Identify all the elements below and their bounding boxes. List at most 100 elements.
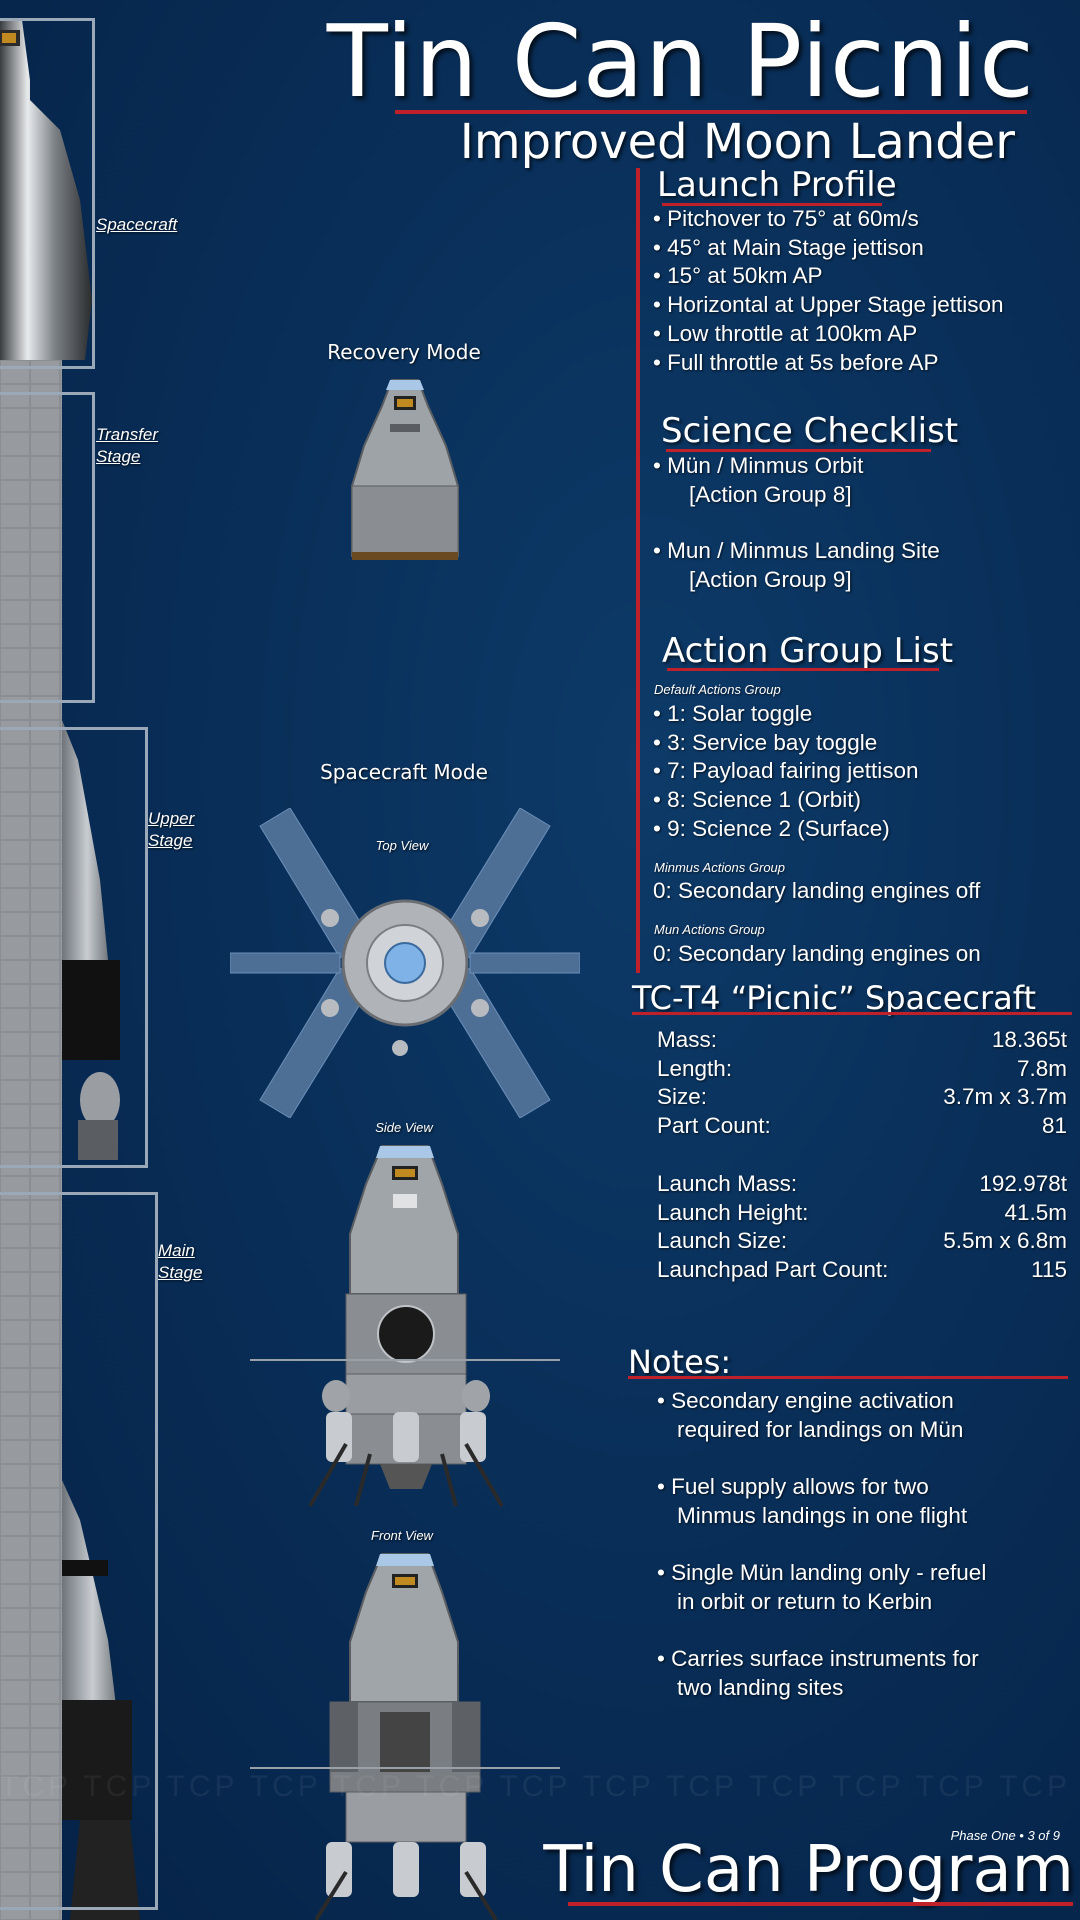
list-item: • 1: Solar toggle xyxy=(653,701,813,726)
science-checklist-heading: Science Checklist xyxy=(661,411,959,451)
note-item: • Fuel supply allows for two Minmus land… xyxy=(657,1472,986,1530)
stage-label-upper: Upper Stage xyxy=(148,808,194,852)
spec-row-length: Length:7.8m xyxy=(657,1055,1067,1084)
note-line: • Carries surface instruments for xyxy=(657,1646,979,1671)
spec-label: Size: xyxy=(657,1084,708,1110)
notes-heading: Notes: xyxy=(628,1343,732,1381)
main-stage-bracket xyxy=(0,1192,158,1910)
list-item: • Mün / Minmus Orbit xyxy=(653,453,864,478)
spec-value: 192.978t xyxy=(979,1171,1067,1196)
list-item: • Full throttle at 5s before AP xyxy=(653,349,939,375)
notes-list: • Secondary engine activation required f… xyxy=(657,1386,986,1730)
spec-value: 115 xyxy=(1031,1257,1067,1283)
list-item-continuation: [Action Group 8] xyxy=(689,481,852,507)
minmus-actions-list: 0: Secondary landing engines off xyxy=(653,877,980,906)
list-item: 0: Secondary landing engines on xyxy=(653,941,981,966)
spec-row-launch-mass: Launch Mass: 192.978t xyxy=(657,1170,1067,1199)
stage-label-transfer-line2: Stage xyxy=(96,447,141,466)
stage-label-upper-line1: Upper xyxy=(148,809,195,828)
list-item-continuation: [Action Group 9] xyxy=(689,567,852,593)
default-actions-label: Default Actions Group xyxy=(654,682,781,697)
rocket-stack-illustration xyxy=(0,20,140,1920)
footer-underline xyxy=(568,1902,1073,1906)
spec-value: 3.7m x 3.7m xyxy=(943,1084,1067,1110)
note-line-continuation: Minmus landings in one flight xyxy=(677,1503,968,1528)
side-view-illustration xyxy=(250,1145,560,1508)
spec-row-part-count: Part Count: 81 xyxy=(657,1112,1067,1141)
action-group-heading: Action Group List xyxy=(662,631,954,671)
launch-profile-heading: Launch Profile xyxy=(657,165,897,205)
top-view-illustration xyxy=(230,808,580,1118)
spec-row-mass: Mass: 18.365t xyxy=(657,1026,1067,1055)
spec-value: 81 xyxy=(1041,1113,1067,1139)
tcp-watermark: TCP TCP TCP TCP TCP TCP TCP TCP TCP TCP … xyxy=(0,1770,1080,1803)
note-line: • Secondary engine activation xyxy=(657,1388,954,1413)
list-item: • 45° at Main Stage jettison xyxy=(653,234,924,260)
spec-label: Launch Size: xyxy=(657,1228,788,1254)
science-checklist-underline xyxy=(666,449,931,452)
spec-label: Launch Mass: xyxy=(657,1171,798,1196)
mun-actions-label: Mun Actions Group xyxy=(654,922,765,937)
phase-label: Phase One • 3 of 9 xyxy=(950,1828,1060,1843)
spacecraft-specs: Mass: 18.365t Length:7.8m Size: 3.7m x 3.7… xyxy=(657,1026,1067,1141)
page-title: Tin Can Picnic xyxy=(326,3,1035,120)
action-group-underline xyxy=(667,668,939,671)
stage-label-upper-line2: Stage xyxy=(148,831,193,850)
list-item: • 8: Science 1 (Orbit) xyxy=(653,787,861,813)
spec-label: Launch Height: xyxy=(657,1199,809,1225)
list-item: • 15° at 50km AP xyxy=(653,263,823,289)
recovery-mode-title: Recovery Mode xyxy=(327,340,481,364)
page-subtitle: Improved Moon Lander xyxy=(459,114,1015,170)
transfer-stage-bracket xyxy=(0,392,95,703)
list-item: • 7: Payload fairing jettison xyxy=(653,758,919,784)
spec-value: 41.5m xyxy=(1004,1199,1067,1225)
spec-label: Mass: xyxy=(657,1027,718,1052)
spec-row-size: Size: 3.7m x 3.7m xyxy=(657,1083,1067,1112)
note-line: • Fuel supply allows for two xyxy=(657,1474,929,1499)
spec-value: 18.365t xyxy=(991,1027,1067,1052)
note-item: • Single Mün landing only - refuel in or… xyxy=(657,1558,986,1616)
recovery-capsule-illustration xyxy=(351,379,459,560)
front-view-title: Front View xyxy=(371,1528,433,1543)
stage-label-main-line1: Main xyxy=(158,1241,195,1260)
list-item: • Low throttle at 100km AP xyxy=(653,320,918,346)
front-view-illustration xyxy=(250,1553,560,1920)
stage-label-spacecraft: Spacecraft xyxy=(96,215,178,234)
list-spacer xyxy=(653,509,940,537)
spacecraft-underline xyxy=(632,1012,1072,1015)
spec-row-launchpad-part-count: Launchpad Part Count: 115 xyxy=(657,1256,1067,1285)
launch-specs: Launch Mass: 192.978t Launch Height: 41.5m… xyxy=(657,1170,1067,1285)
list-item: • 3: Service bay toggle xyxy=(653,729,878,755)
launch-profile-list: • Pitchover to 75° at 60m/s • 45° at Mai… xyxy=(653,205,1004,377)
list-item: • Mun / Minmus Landing Site xyxy=(653,538,940,564)
list-item: • 9: Science 2 (Surface) xyxy=(653,815,890,841)
side-view-title: Side View xyxy=(375,1120,433,1135)
stage-label-transfer: Transfer Stage xyxy=(96,424,158,468)
spec-row-launch-height: Launch Height: 41.5m xyxy=(657,1199,1067,1228)
spec-label: Launchpad Part Count: xyxy=(657,1257,889,1283)
spec-row-launch-size: Launch Size: 5.5m x 6.8m xyxy=(657,1227,1067,1256)
spec-label: Part Count: xyxy=(657,1113,771,1139)
default-actions-list: • 1: Solar toggle • 3: Service bay toggl… xyxy=(653,700,919,844)
spacecraft-heading: TC-T4 “Picnic” Spacecraft xyxy=(632,979,1037,1017)
science-checklist-list: • Mün / Minmus Orbit [Action Group 8] • … xyxy=(653,452,940,595)
spec-value: 5.5m x 6.8m xyxy=(943,1228,1067,1254)
launch-profile-underline xyxy=(662,203,882,206)
stage-label-main-line2: Stage xyxy=(158,1263,203,1282)
footer-brand: Tin Can Program xyxy=(543,1833,1074,1907)
core-tank xyxy=(0,360,62,1920)
spec-value: 7.8m xyxy=(1016,1055,1067,1081)
note-item: • Carries surface instruments for two la… xyxy=(657,1644,986,1702)
note-line-continuation: required for landings on Mün xyxy=(677,1417,964,1442)
list-item: • Horizontal at Upper Stage jettison xyxy=(653,292,1004,318)
section-divider-line xyxy=(636,168,640,973)
capsule-top xyxy=(0,20,92,360)
spacecraft-bracket xyxy=(0,18,95,369)
minmus-actions-label: Minmus Actions Group xyxy=(654,860,786,875)
spacecraft-mode-title: Spacecraft Mode xyxy=(320,760,488,784)
list-item: 0: Secondary landing engines off xyxy=(653,878,981,903)
title-underline xyxy=(395,110,1027,114)
note-line: • Single Mün landing only - refuel xyxy=(657,1560,987,1585)
note-line-continuation: two landing sites xyxy=(677,1675,844,1700)
mun-actions-list: 0: Secondary landing engines on xyxy=(653,940,981,969)
